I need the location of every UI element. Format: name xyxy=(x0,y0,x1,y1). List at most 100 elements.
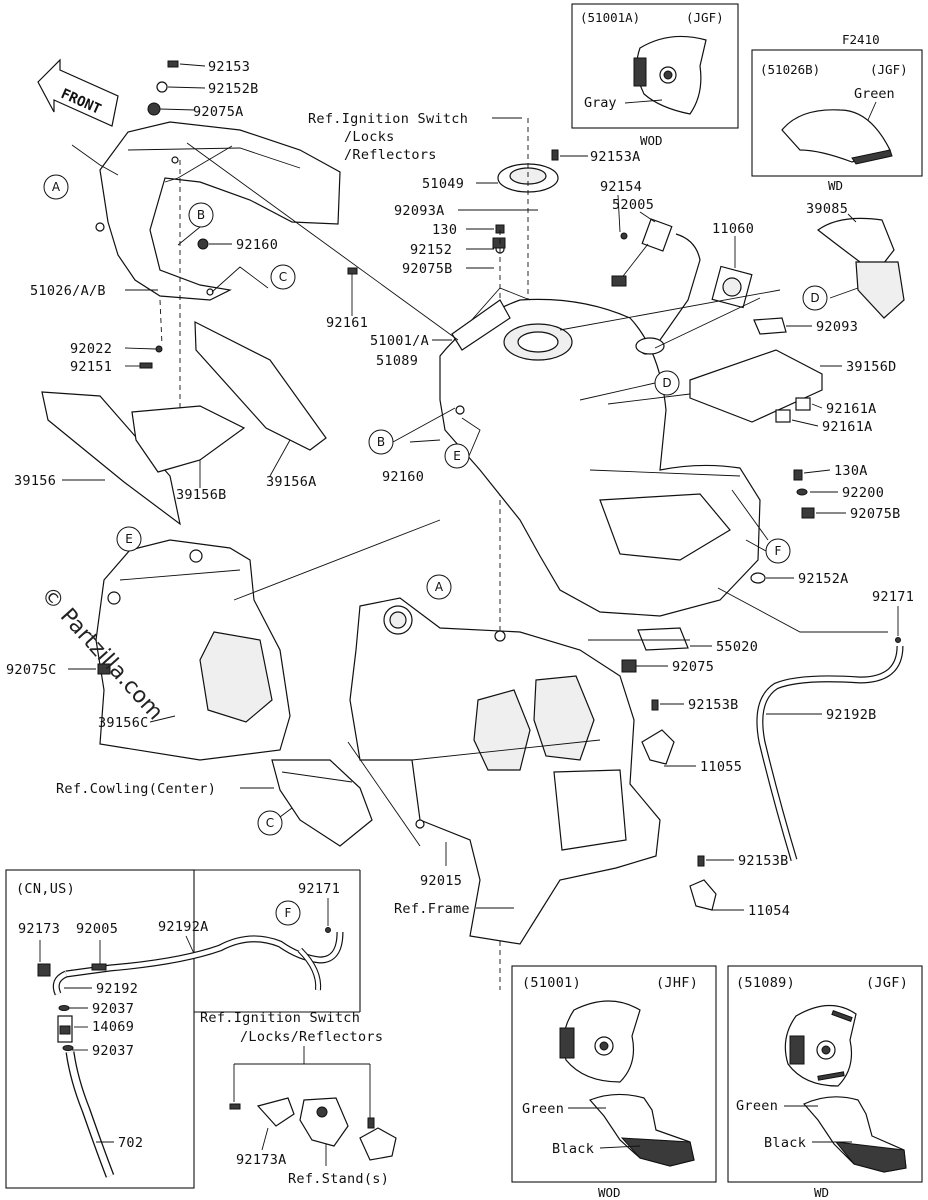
grommet-92075-icon xyxy=(621,659,637,673)
label-92075c: 92075C xyxy=(6,662,57,678)
label-ref-frame: Ref.Frame xyxy=(394,901,470,917)
callout-C-1-label: C xyxy=(279,270,287,284)
label-92093: 92093 xyxy=(816,319,858,335)
inset-green-region: (JGF) xyxy=(870,62,908,77)
callout-E-2: E xyxy=(116,526,142,552)
inset-green-caption: WD xyxy=(828,178,843,193)
callout-C-2-label: C xyxy=(266,816,274,830)
label-92160-b: 92160 xyxy=(382,469,424,485)
label-92153b-1: 92153B xyxy=(688,697,739,713)
pad-39156a xyxy=(194,321,327,451)
label-92075b: 92075B xyxy=(402,261,453,277)
callout-A-2: A xyxy=(426,574,452,600)
front-arrow-icon: FRONT xyxy=(37,58,119,127)
label-39085: 39085 xyxy=(806,201,848,217)
label-39156: 39156 xyxy=(14,473,56,489)
inset-gray-caption: WOD xyxy=(640,133,663,148)
clip-92161a-2 xyxy=(775,409,791,423)
label-11055: 11055 xyxy=(700,759,742,775)
callout-B-1-label: B xyxy=(197,208,205,222)
callout-C-1: C xyxy=(270,264,296,290)
inset-green-box: (51026B) (JGF) Green WD xyxy=(751,49,923,193)
label-92152b: 92152B xyxy=(208,81,259,97)
label-92161: 92161 xyxy=(326,315,368,331)
cnus-92037-b: 92037 xyxy=(92,1043,134,1059)
grommet-92075b-icon xyxy=(492,237,506,249)
label-55020: 55020 xyxy=(716,639,758,655)
inset-gray-region: (JGF) xyxy=(686,10,724,25)
label-130a: 130A xyxy=(834,463,868,479)
callout-E-1: E xyxy=(444,443,470,469)
jhf-caption: WOD xyxy=(598,1185,621,1200)
label-92153a: 92153A xyxy=(590,149,641,165)
label-92015: 92015 xyxy=(420,873,462,889)
grommet-92075a-icon xyxy=(147,102,161,116)
label-39156a: 39156A xyxy=(266,474,317,490)
label-39156b: 39156B xyxy=(176,487,227,503)
jgf-region: (JGF) xyxy=(866,975,908,991)
pad-92093 xyxy=(753,317,787,335)
label-92171-a: 92171 xyxy=(872,589,914,605)
pad-39156d xyxy=(689,349,823,423)
ref-ign-3: /Reflectors xyxy=(344,147,437,163)
grommet-92160-icon xyxy=(197,238,209,250)
label-ref-stand: Ref.Stand(s) xyxy=(288,1171,389,1187)
spacer-92200-icon xyxy=(796,488,808,496)
callout-D-2: D xyxy=(654,370,680,396)
label-92173a: 92173A xyxy=(236,1152,287,1168)
inset-gray-color: Gray xyxy=(584,95,617,111)
callout-E-1-label: E xyxy=(453,449,461,463)
callout-A-1-label: A xyxy=(52,180,61,194)
cap-51049-icon xyxy=(497,163,559,193)
bolt-92153b-2-icon xyxy=(697,855,705,867)
label-92151: 92151 xyxy=(70,359,112,375)
label-92075b-2: 92075B xyxy=(850,506,901,522)
label-130: 130 xyxy=(432,222,457,238)
inset-green-part: (51026B) xyxy=(760,62,820,77)
ref-ign-1: Ref.Ignition Switch xyxy=(308,111,468,127)
bolt-92154-icon xyxy=(620,232,628,240)
label-92200: 92200 xyxy=(842,485,884,501)
ref-ign-2: /Locks xyxy=(344,129,395,145)
callout-E-2-label: E xyxy=(125,532,133,546)
jhf-region: (JHF) xyxy=(656,975,698,991)
cnus-14069: 14069 xyxy=(92,1019,134,1035)
screw-92151-icon xyxy=(139,362,153,369)
fuel-tank-51001 xyxy=(439,287,761,617)
bolt-130a-icon xyxy=(793,469,803,481)
callout-D-1: D xyxy=(802,285,828,311)
callout-B-1: B xyxy=(188,202,214,228)
inset-green-color: Green xyxy=(854,86,895,102)
jhf-c1: Green xyxy=(522,1101,564,1117)
label-92152: 92152 xyxy=(410,242,452,258)
callout-D-1-label: D xyxy=(810,291,819,305)
cnus-92037-a: 92037 xyxy=(92,1001,134,1017)
cowling-center-ref xyxy=(271,759,373,847)
label-52005: 52005 xyxy=(612,197,654,213)
panel-39156c xyxy=(95,539,291,761)
grommet-92075c-icon xyxy=(97,663,111,675)
grommet-92075b2-icon xyxy=(801,507,815,519)
inset-cn-us: (CN,US) 92171 92173 92005 92192A 92192 9… xyxy=(5,869,361,1189)
bolt-92153a-icon xyxy=(551,149,559,161)
sensor-52005-icon xyxy=(611,218,701,355)
ref-ign-lower-2: /Locks/Reflectors xyxy=(240,1029,383,1045)
callout-F-2-label: F xyxy=(285,906,292,920)
label-92153b-2: 92153B xyxy=(738,853,789,869)
label-39156d: 39156D xyxy=(846,359,897,375)
label-51049: 51049 xyxy=(422,176,464,192)
callout-F-1-label: F xyxy=(775,544,782,558)
bolt-92153b-1-icon xyxy=(651,699,659,711)
cnus-92192a: 92192A xyxy=(158,919,209,935)
clip-92161-icon xyxy=(347,267,358,275)
label-92022: 92022 xyxy=(70,341,112,357)
callout-A-2-label: A xyxy=(435,580,444,594)
inset-51089-jgf: (51089) (JGF) Green Black WD xyxy=(727,965,923,1200)
label-39156c: 39156C xyxy=(98,715,149,731)
cnus-region: (CN,US) xyxy=(16,881,75,897)
label-51001a: 51001/A xyxy=(370,333,429,349)
cover-39085 xyxy=(817,217,905,319)
washer-92152a-icon xyxy=(750,572,766,584)
label-92153: 92153 xyxy=(208,59,250,75)
